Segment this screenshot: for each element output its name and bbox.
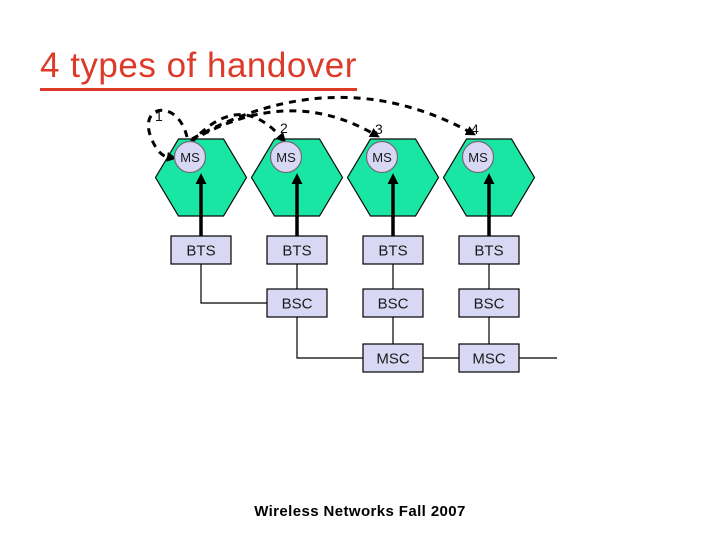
msc-box-1 [362,343,424,373]
bts-box-4 [458,235,520,265]
ms-node-1 [173,140,207,174]
bsc-box-2-label: BSC [378,296,409,313]
link-bts1-bsc1 [200,264,267,304]
bts-box-2 [266,235,328,265]
bts-box-2-label: BTS [282,243,311,260]
backhaul-links [200,264,557,359]
handover-number-4: 4 [471,121,479,137]
msc-box-2 [458,343,520,373]
ms-node-1-label: MS [180,150,200,165]
bts-to-ms-arrows [195,173,495,236]
bsc-box-3-label: BSC [474,296,505,313]
bts-box-3 [362,235,424,265]
msc-boxes: MSC MSC [362,343,520,373]
handover-number-labels: 1 2 3 4 [155,108,479,137]
bsc-boxes: BSC BSC BSC [266,288,520,318]
handover-arc-4 [191,96,476,141]
link-bsc1-msc1 [296,317,363,359]
ms-node-3 [365,140,399,174]
handover-number-1: 1 [155,108,163,124]
bsc-box-3 [458,288,520,318]
page-title-text: 4 types of handover [40,46,357,92]
page-title: 4 types of handover [40,46,357,92]
handover-number-3: 3 [375,121,383,137]
ms-node-2 [269,140,303,174]
bsc-box-1-label: BSC [282,296,313,313]
bts-box-3-label: BTS [378,243,407,260]
msc-box-1-label: MSC [376,351,410,368]
ms-node-2-label: MS [276,150,296,165]
handover-arcs [146,96,476,162]
msc-box-2-label: MSC [472,351,506,368]
bts-box-1-label: BTS [186,243,215,260]
handover-arc-1-intracell-loop [146,108,189,162]
handover-arc-2 [189,113,287,144]
bts-box-4-label: BTS [474,243,503,260]
handover-number-2: 2 [280,120,288,136]
ms-nodes: MS MS MS MS [173,140,495,174]
bsc-box-1 [266,288,328,318]
ms-node-3-label: MS [372,150,392,165]
handover-arc-3 [190,109,380,143]
bsc-box-2 [362,288,424,318]
bts-boxes: BTS BTS BTS BTS [170,235,520,265]
ms-node-4 [461,140,495,174]
slide-footer: Wireless Networks Fall 2007 [254,503,466,520]
ms-node-4-label: MS [468,150,488,165]
bts-box-1 [170,235,232,265]
